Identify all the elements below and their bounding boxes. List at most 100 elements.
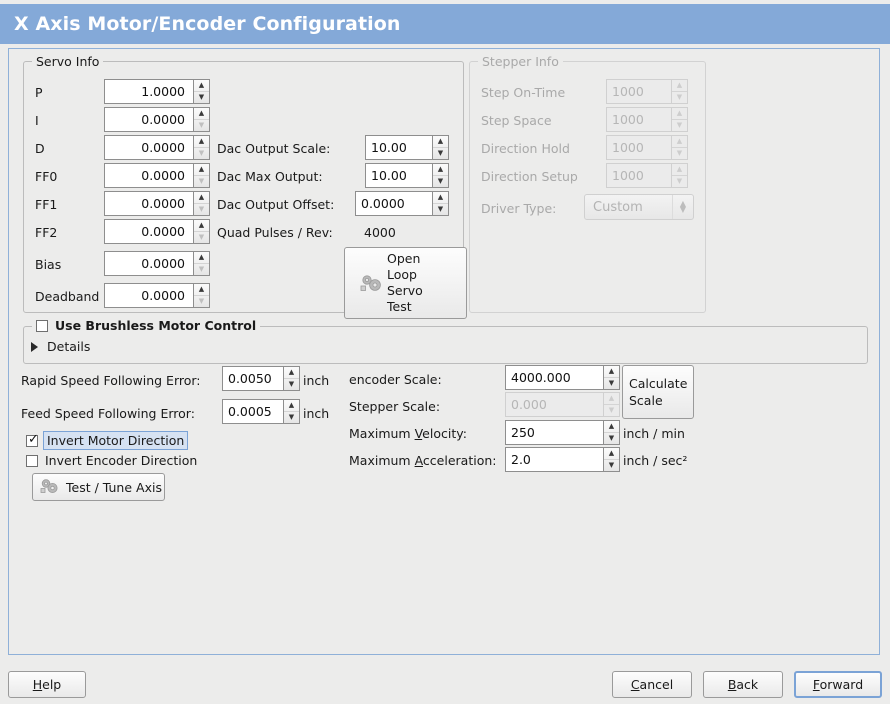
spin-up-icon[interactable]: ▲ [433,192,448,204]
spin-up-icon[interactable]: ▲ [194,192,209,204]
rapid-following-error-spin[interactable]: 0.0050 ▲ ▼ [222,366,300,391]
cancel-button[interactable]: Cancel [612,671,692,698]
checkbox-box[interactable] [36,319,48,332]
servo-spin-bias-value[interactable]: 0.0000 [104,251,193,276]
use-brushless-motor-control-checkbox[interactable]: Use Brushless Motor Control [32,318,261,333]
spin-down-icon[interactable]: ▼ [198,93,205,101]
maximum-acceleration-buttons[interactable]: ▲ ▼ [603,447,620,472]
encoder-scale-spin[interactable]: 4000.000 ▲ ▼ [505,365,620,390]
stepper-scale-buttons: ▲ ▼ [603,392,620,417]
dac-max-output-buttons[interactable]: ▲ ▼ [432,163,449,188]
spin-up-icon[interactable]: ▲ [433,136,448,148]
spin-up-icon[interactable]: ▲ [194,220,209,232]
servo-spin-ff0-value[interactable]: 0.0000 [104,163,193,188]
spin-up-icon[interactable]: ▲ [604,366,619,378]
calculate-scale-button[interactable]: Calculate Scale [622,365,694,419]
spin-up-icon[interactable]: ▲ [433,164,448,176]
invert-encoder-direction-checkbox[interactable]: Invert Encoder Direction [26,453,197,468]
servo-spin-i-buttons[interactable]: ▲ ▼ [193,107,210,132]
forward-button[interactable]: Forward [794,671,882,698]
spin-up-icon[interactable]: ▲ [194,284,209,296]
servo-spin-bias-buttons[interactable]: ▲ ▼ [193,251,210,276]
checkbox-box[interactable]: ✓ [26,433,39,447]
servo-spin-i-value[interactable]: 0.0000 [104,107,193,132]
encoder-scale-value[interactable]: 4000.000 [505,365,603,390]
spin-down-icon[interactable]: ▼ [288,380,295,388]
dac-max-output-value[interactable]: 10.00 [365,163,432,188]
checkbox-box[interactable] [26,454,38,467]
dac-output-offset-spin[interactable]: 0.0000 ▲ ▼ [355,191,449,216]
servo-spin-p-buttons[interactable]: ▲ ▼ [193,79,210,104]
spin-up-icon[interactable]: ▲ [194,136,209,148]
maximum-velocity-buttons[interactable]: ▲ ▼ [603,420,620,445]
spin-down-icon[interactable]: ▼ [608,379,615,387]
spin-up-icon[interactable]: ▲ [284,400,299,412]
spin-up-icon[interactable]: ▲ [604,448,619,460]
combo-separator [672,195,673,219]
rapid-following-error-value[interactable]: 0.0050 [222,366,283,391]
spin-up-icon[interactable]: ▲ [194,108,209,120]
spin-down-icon[interactable]: ▼ [437,149,444,157]
servo-spin-ff1[interactable]: 0.0000 ▲ ▼ [104,191,210,216]
feed-following-error-value[interactable]: 0.0005 [222,399,283,424]
servo-spin-ff2-buttons[interactable]: ▲ ▼ [193,219,210,244]
details-expander[interactable]: Details [31,339,90,354]
servo-spin-d-value[interactable]: 0.0000 [104,135,193,160]
spin-up-icon[interactable]: ▲ [604,421,619,433]
spin-down-icon[interactable]: ▼ [198,265,205,273]
rapid-following-error-buttons[interactable]: ▲ ▼ [283,366,300,391]
spin-down-icon[interactable]: ▼ [198,233,205,241]
open-loop-servo-test-button[interactable]: Open Loop Servo Test [344,247,467,319]
dac-output-offset-value[interactable]: 0.0000 [355,191,432,216]
spin-down-icon[interactable]: ▼ [198,149,205,157]
dac-output-offset-buttons[interactable]: ▲ ▼ [432,191,449,216]
maximum-acceleration-spin[interactable]: 2.0 ▲ ▼ [505,447,620,472]
servo-spin-ff1-value[interactable]: 0.0000 [104,191,193,216]
spin-down-icon[interactable]: ▼ [198,297,205,305]
back-button[interactable]: Back [703,671,783,698]
driver-type-value: Custom [593,199,643,215]
stepper-scale-spin: 0.000 ▲ ▼ [505,392,620,417]
servo-spin-p-value[interactable]: 1.0000 [104,79,193,104]
servo-spin-bias[interactable]: 0.0000 ▲ ▼ [104,251,210,276]
spin-down-icon[interactable]: ▼ [437,177,444,185]
servo-spin-i[interactable]: 0.0000 ▲ ▼ [104,107,210,132]
spin-up-icon[interactable]: ▲ [284,367,299,379]
spin-down-icon[interactable]: ▼ [288,413,295,421]
maximum-velocity-spin[interactable]: 250 ▲ ▼ [505,420,620,445]
spin-down-icon[interactable]: ▼ [198,205,205,213]
encoder-scale-buttons[interactable]: ▲ ▼ [603,365,620,390]
spin-up-icon[interactable]: ▲ [194,80,209,92]
servo-spin-deadband-value[interactable]: 0.0000 [104,283,193,308]
chevron-right-icon[interactable] [31,341,38,352]
servo-spin-ff0-buttons[interactable]: ▲ ▼ [193,163,210,188]
servo-spin-ff2-value[interactable]: 0.0000 [104,219,193,244]
spin-down-icon[interactable]: ▼ [198,121,205,129]
servo-spin-p[interactable]: 1.0000 ▲ ▼ [104,79,210,104]
invert-motor-direction-checkbox[interactable]: ✓ Invert Motor Direction [26,431,189,450]
help-button[interactable]: Help [8,671,86,698]
servo-spin-ff0[interactable]: 0.0000 ▲ ▼ [104,163,210,188]
servo-spin-deadband[interactable]: 0.0000 ▲ ▼ [104,283,210,308]
spin-up-icon[interactable]: ▲ [194,164,209,176]
servo-spin-ff1-buttons[interactable]: ▲ ▼ [193,191,210,216]
dac-output-scale-value[interactable]: 10.00 [365,135,432,160]
dac-output-scale-buttons[interactable]: ▲ ▼ [432,135,449,160]
servo-spin-deadband-buttons[interactable]: ▲ ▼ [193,283,210,308]
maximum-acceleration-value[interactable]: 2.0 [505,447,603,472]
feed-following-error-buttons[interactable]: ▲ ▼ [283,399,300,424]
feed-following-error-spin[interactable]: 0.0005 ▲ ▼ [222,399,300,424]
test-tune-axis-button[interactable]: Test / Tune Axis [32,473,165,501]
spin-down-icon[interactable]: ▼ [198,177,205,185]
spin-up-icon[interactable]: ▲ [194,252,209,264]
dac-max-output-spin[interactable]: 10.00 ▲ ▼ [365,163,449,188]
servo-spin-ff2[interactable]: 0.0000 ▲ ▼ [104,219,210,244]
spin-down-icon[interactable]: ▼ [437,205,444,213]
servo-spin-d-buttons[interactable]: ▲ ▼ [193,135,210,160]
spin-down-icon[interactable]: ▼ [608,434,615,442]
maximum-velocity-value[interactable]: 250 [505,420,603,445]
spin-down-icon[interactable]: ▼ [608,461,615,469]
servo-spin-d[interactable]: 0.0000 ▲ ▼ [104,135,210,160]
dac-output-scale-spin[interactable]: 10.00 ▲ ▼ [365,135,449,160]
forward-rest: orward [819,677,864,692]
